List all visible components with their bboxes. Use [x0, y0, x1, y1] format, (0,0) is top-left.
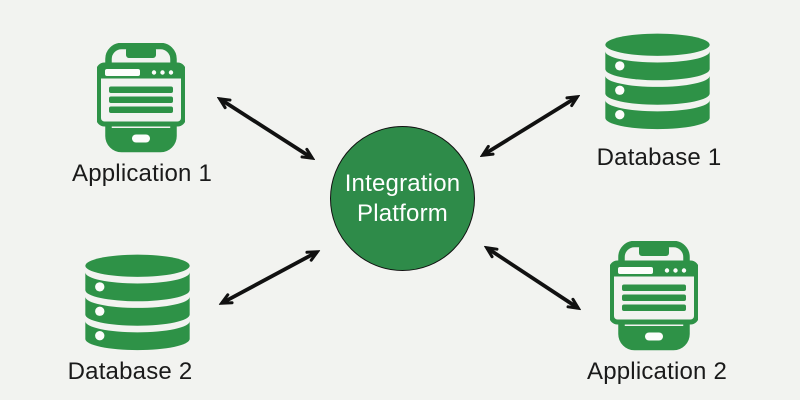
node-label: Database 1 [596, 144, 722, 171]
integration-platform-node: Integration Platform [330, 126, 475, 271]
mobile-app-icon [610, 241, 698, 351]
arrow-app2-center [487, 248, 578, 308]
arrow-app1-center [220, 99, 312, 158]
integration-platform-label-line2: Platform [357, 199, 448, 227]
node-label: Database 2 [67, 358, 193, 385]
node-label: Application 2 [586, 358, 728, 385]
node-label: Application 1 [71, 160, 213, 187]
integration-platform-label-line1: Integration [344, 169, 461, 197]
database-icon [82, 253, 193, 354]
arrow-db1-center [483, 97, 577, 155]
database-icon [602, 32, 713, 133]
mobile-app-icon [97, 43, 185, 153]
arrow-db2-center [222, 252, 317, 303]
